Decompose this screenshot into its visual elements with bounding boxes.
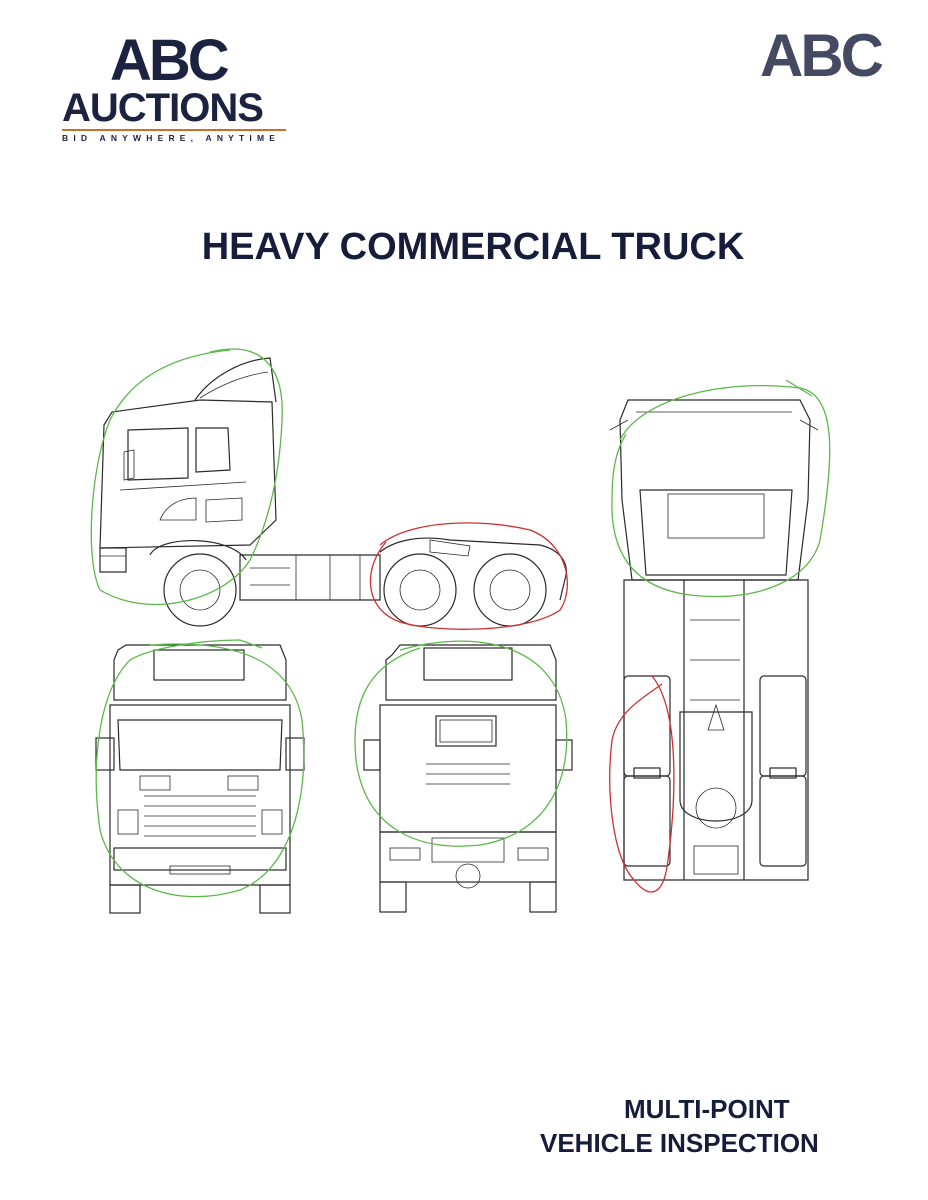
abc-auctions-logo: ABC AUCTIONS BID ANYWHERE, ANYTIME — [58, 32, 290, 146]
footer-heading: MULTI-POINT VEHICLE INSPECTION — [540, 1092, 880, 1160]
truck-front-view — [95, 644, 305, 914]
logo-divider — [62, 129, 286, 131]
logo-abc-text: ABC — [110, 28, 230, 93]
logo-tagline: BID ANYWHERE, ANYTIME — [62, 133, 281, 143]
truck-rear-view — [363, 644, 573, 913]
truck-top-view — [609, 399, 819, 881]
red-inspection-markings — [369, 522, 675, 893]
footer-line-2: VEHICLE INSPECTION — [540, 1128, 819, 1158]
abc-logo-right: ABC — [760, 22, 884, 89]
logo-auctions-text: AUCTIONS — [62, 86, 264, 130]
footer-line-1: MULTI-POINT — [624, 1094, 790, 1124]
truck-side-view — [99, 357, 567, 627]
green-inspection-markings — [90, 348, 831, 898]
page-title: HEAVY COMMERCIAL TRUCK — [201, 226, 745, 268]
